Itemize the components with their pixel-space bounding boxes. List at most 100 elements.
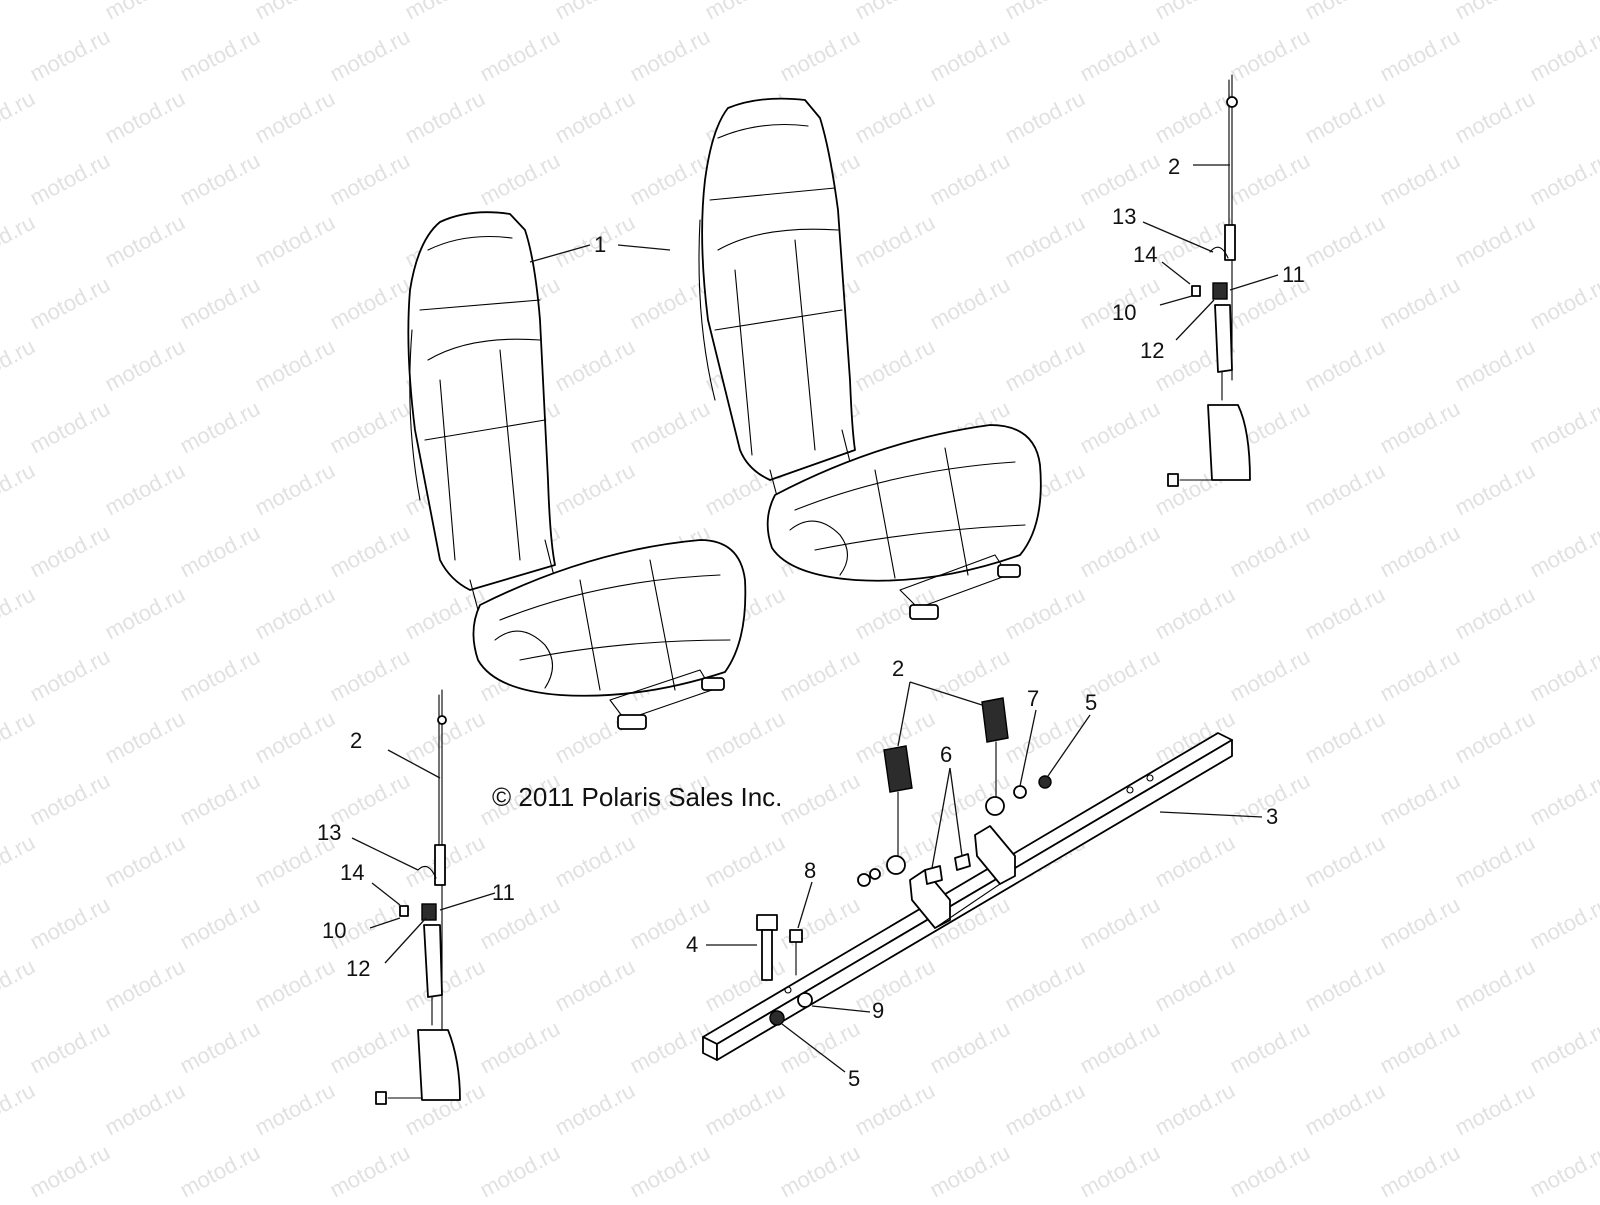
watermark-text: motod.ru [1301, 86, 1389, 149]
watermark-text: motod.ru [1526, 148, 1600, 211]
watermark-text: motod.ru [626, 892, 714, 955]
callout-pin: 8 [804, 858, 816, 883]
watermark-text: motod.ru [1451, 706, 1539, 769]
watermark-text: motod.ru [326, 24, 414, 87]
watermark-text: motod.ru [26, 148, 114, 211]
watermark-text: motod.ru [476, 892, 564, 955]
watermark-text: motod.ru [1451, 830, 1539, 893]
watermark-text: motod.ru [1001, 954, 1089, 1017]
watermark-text: motod.ru [926, 1016, 1014, 1079]
watermark-text: motod.ru [251, 582, 339, 645]
watermark-text: motod.ru [476, 1140, 564, 1200]
watermark-text: motod.ru [0, 830, 39, 893]
watermark-text: motod.ru [1376, 768, 1464, 831]
watermark-text: motod.ru [776, 768, 864, 831]
watermark-text: motod.ru [26, 1140, 114, 1200]
watermark-text: motod.ru [701, 706, 789, 769]
hardware [756, 775, 1052, 1026]
watermark-text: motod.ru [176, 520, 264, 583]
watermark-text: motod.ru [401, 86, 489, 149]
callout-tr-10: 10 [1112, 300, 1136, 325]
watermark-text: motod.ru [1001, 582, 1089, 645]
watermark-text: motod.ru [1451, 954, 1539, 1017]
watermark-text: motod.ru [251, 954, 339, 1017]
watermark-text: motod.ru [1376, 272, 1464, 335]
watermark-text: motod.ru [1151, 1078, 1239, 1141]
watermark-text: motod.ru [0, 334, 39, 397]
watermark-text: motod.ru [176, 148, 264, 211]
watermark-text: motod.ru [251, 86, 339, 149]
watermark-text: motod.ru [1001, 0, 1089, 24]
watermark-text: motod.ru [1526, 1140, 1600, 1200]
callouts: 1 2 13 14 10 12 11 2 13 14 10 12 11 2 7 … [317, 154, 1305, 1091]
watermark-text: motod.ru [626, 148, 714, 211]
watermark-text: motod.ru [101, 706, 189, 769]
watermark-text: motod.ru [1076, 24, 1164, 87]
watermark-text: motod.ru [1226, 892, 1314, 955]
leader-lines [351, 164, 1279, 1073]
watermark-text: motod.ru [0, 582, 39, 645]
watermark-text: motod.ru [551, 830, 639, 893]
watermark-text: motod.ru [0, 706, 39, 769]
watermark-text: motod.ru [1076, 892, 1164, 955]
watermark-text: motod.ru [701, 830, 789, 893]
belt-assembly-top-right [1167, 74, 1251, 487]
watermark-text: motod.ru [551, 0, 639, 24]
watermark-text: motod.ru [1226, 520, 1314, 583]
watermark-text: motod.ru [176, 644, 264, 707]
watermark-text: motod.ru [251, 0, 339, 24]
watermark-text: motod.ru [851, 1078, 939, 1141]
callout-nut-upper: 5 [1085, 690, 1097, 715]
watermark-text: motod.ru [851, 334, 939, 397]
watermark-text: motod.ru [701, 0, 789, 24]
watermark-text: motod.ru [1376, 1016, 1464, 1079]
watermark-text: motod.ru [1526, 892, 1600, 955]
callout-bl-14: 14 [340, 860, 364, 885]
watermark-text: motod.ru [326, 396, 414, 459]
watermark-text: motod.ru [1376, 1140, 1464, 1200]
watermark-text: motod.ru [176, 1140, 264, 1200]
watermark-text: motod.ru [626, 24, 714, 87]
callout-tr-11: 11 [1282, 262, 1305, 287]
watermark-text: motod.ru [251, 1078, 339, 1141]
watermark-text: motod.ru [26, 24, 114, 87]
callout-belt-left: 2 [350, 728, 362, 753]
watermark-text: motod.ru [851, 210, 939, 273]
copyright-notice: © 2011 Polaris Sales Inc. [492, 782, 782, 812]
watermark-text: motod.ru [251, 706, 339, 769]
watermark-text: motod.ru [776, 892, 864, 955]
watermark-text: motod.ru [1226, 24, 1314, 87]
watermark-text: motod.ru [101, 582, 189, 645]
watermark-text: motod.ru [26, 768, 114, 831]
watermark-text: motod.ru [851, 86, 939, 149]
callout-washer-lower: 9 [872, 998, 884, 1023]
watermark-text: motod.ru [1076, 396, 1164, 459]
watermark-text: motod.ru [1226, 644, 1314, 707]
callout-tr-14: 14 [1133, 242, 1157, 267]
watermark-text: motod.ru [176, 24, 264, 87]
watermark-text: motod.ru [101, 458, 189, 521]
watermark-text: motod.ru [1076, 520, 1164, 583]
watermark-text: motod.ru [1226, 148, 1314, 211]
callout-belt-top-right: 2 [1168, 154, 1180, 179]
callout-tr-13: 13 [1112, 204, 1136, 229]
watermark-text: motod.ru [926, 24, 1014, 87]
watermark-text: motod.ru [326, 520, 414, 583]
watermark-text: motod.ru [1151, 0, 1239, 24]
watermark-text: motod.ru [701, 1078, 789, 1141]
watermark-text: motod.ru [26, 272, 114, 335]
watermark-text: motod.ru [176, 272, 264, 335]
watermark-text: motod.ru [176, 1016, 264, 1079]
watermark-text: motod.ru [326, 1016, 414, 1079]
watermark-text: motod.ru [1301, 1078, 1389, 1141]
watermark-text: motod.ru [101, 86, 189, 149]
watermark-text: motod.ru [776, 644, 864, 707]
watermark-text: motod.ru [1526, 396, 1600, 459]
watermark-text: motod.ru [1526, 1016, 1600, 1079]
watermark-text: motod.ru [101, 830, 189, 893]
callout-bl-13: 13 [317, 820, 341, 845]
callout-tr-12: 12 [1140, 338, 1164, 363]
watermark-text: motod.ru [1001, 210, 1089, 273]
watermark-text: motod.ru [926, 148, 1014, 211]
